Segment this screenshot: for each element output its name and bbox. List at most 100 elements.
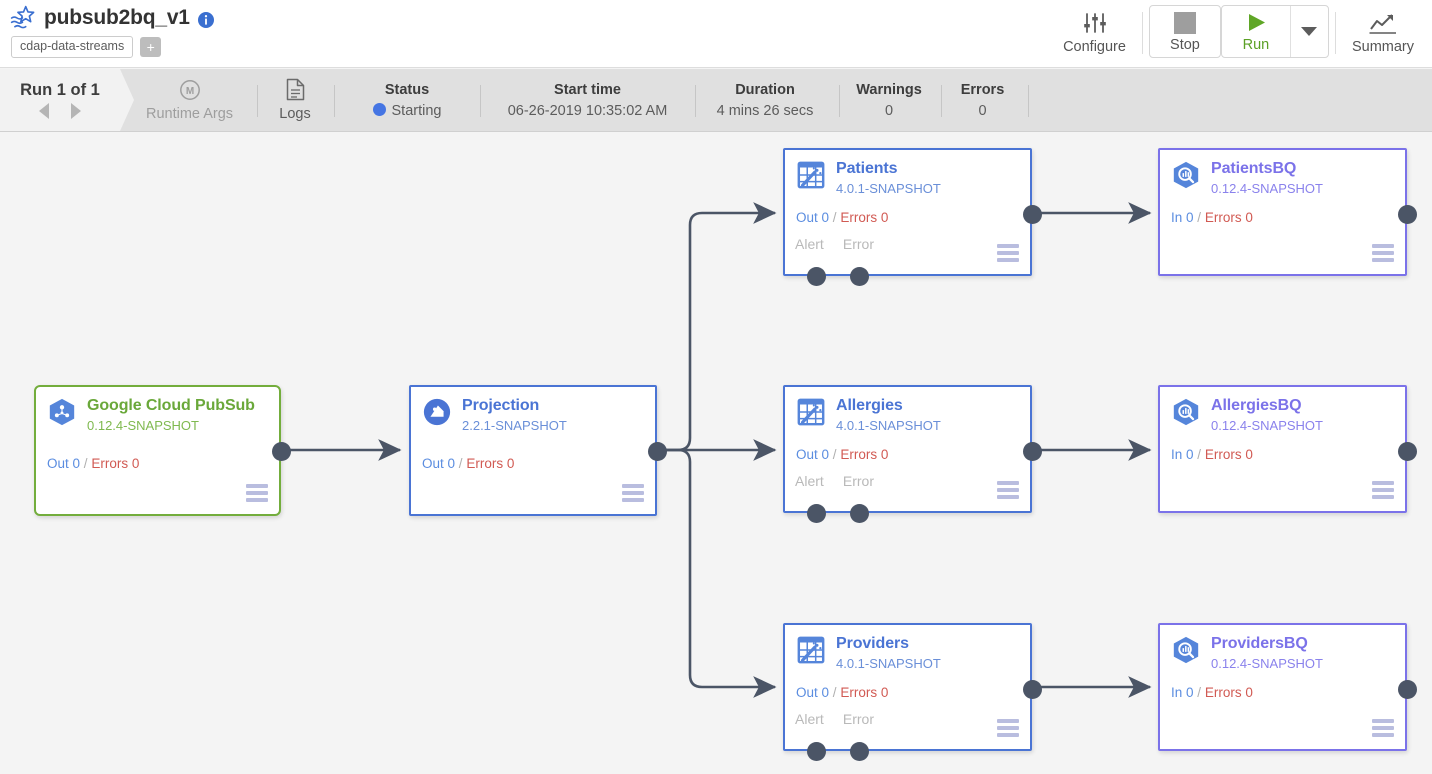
node-output-port[interactable] (1023, 442, 1042, 461)
logs-cell[interactable]: Logs (268, 69, 322, 131)
run-counter: Run 1 of 1 (0, 69, 120, 131)
node-port-label-alert: Alert (795, 236, 824, 252)
node-menu-button[interactable] (622, 484, 644, 505)
node-menu-button[interactable] (997, 244, 1019, 265)
run-group: Run (1220, 5, 1329, 58)
tag-chip[interactable]: cdap-data-streams (11, 36, 134, 58)
node-error-port[interactable] (850, 742, 869, 761)
divider (941, 85, 942, 117)
stop-button[interactable]: Stop (1148, 5, 1221, 58)
node-metric-errors: Errors 0 (840, 210, 889, 225)
wrangler-icon (797, 636, 825, 664)
runtime-args-cell[interactable]: M Runtime Args (133, 69, 246, 131)
projection-transform-icon (423, 398, 451, 426)
pipeline-node-patientsbq[interactable]: PatientsBQ 0.12.4-SNAPSHOT In 0 / Errors… (1158, 148, 1417, 276)
stop-label: Stop (1170, 36, 1200, 53)
gcp-pubsub-hexagon-icon (49, 398, 75, 426)
node-metric-out: Out 0 (47, 456, 81, 471)
node-port-label-error: Error (842, 236, 875, 252)
macro-m-icon: M (179, 79, 200, 100)
node-title: Projection (462, 397, 540, 414)
pipeline-node-allergies[interactable]: Allergies 4.0.1-SNAPSHOT Out 0 / Errors … (783, 385, 1042, 523)
node-menu-button[interactable] (1372, 244, 1394, 265)
node-error-port[interactable] (850, 504, 869, 523)
errors-cell: Errors 0 (951, 69, 1014, 131)
pipeline-node-patients[interactable]: Patients 4.0.1-SNAPSHOT Out 0 / Errors 0… (783, 148, 1042, 286)
warnings-header-label: Warnings (856, 81, 922, 98)
pipeline-node-allergiesbq[interactable]: AllergiesBQ 0.12.4-SNAPSHOT In 0 / Error… (1158, 385, 1417, 513)
node-alert-port[interactable] (807, 267, 826, 286)
run-nav (39, 103, 81, 119)
node-title: AllergiesBQ (1211, 397, 1302, 414)
pipeline-node-projection[interactable]: Projection 2.2.1-SNAPSHOT Out 0 / Errors… (409, 385, 667, 516)
node-version: 0.12.4-SNAPSHOT (1211, 418, 1323, 433)
node-header: Providers 4.0.1-SNAPSHOT (785, 625, 1030, 671)
node-output-port[interactable] (648, 442, 667, 461)
node-port-labels: Alert Error (795, 473, 874, 489)
node-header: Allergies 4.0.1-SNAPSHOT (785, 387, 1030, 433)
divider (1334, 12, 1336, 54)
node-version: 0.12.4-SNAPSHOT (1211, 656, 1323, 671)
run-button[interactable]: Run (1222, 6, 1290, 57)
pipeline-star-icon (10, 5, 35, 29)
chevron-right-icon[interactable] (71, 103, 81, 119)
warnings-value: 0 (884, 102, 894, 119)
start-time-value: 06-26-2019 10:35:02 AM (507, 102, 668, 119)
node-output-port[interactable] (1398, 680, 1417, 699)
node-metric-out: Out 0 (796, 685, 830, 700)
node-version: 0.12.4-SNAPSHOT (87, 418, 199, 433)
node-header: Google Cloud PubSub 0.12.4-SNAPSHOT (36, 387, 279, 433)
info-icon[interactable] (197, 11, 214, 28)
node-metric-sep: / (1197, 447, 1202, 462)
pipeline-canvas[interactable]: Google Cloud PubSub 0.12.4-SNAPSHOT Out … (0, 133, 1432, 774)
node-output-port[interactable] (272, 442, 291, 461)
node-menu-button[interactable] (997, 719, 1019, 740)
node-menu-button[interactable] (1372, 481, 1394, 502)
run-dropdown-button[interactable] (1289, 6, 1328, 57)
node-metric-sep: / (1197, 685, 1202, 700)
node-metric-in: In 0 (1171, 447, 1194, 462)
node-port-labels: Alert Error (795, 236, 874, 252)
node-output-port[interactable] (1023, 205, 1042, 224)
add-tag-button[interactable]: + (140, 37, 162, 57)
node-title: Allergies (836, 397, 903, 414)
node-port-label-error: Error (842, 711, 875, 727)
node-error-port[interactable] (850, 267, 869, 286)
configure-label: Configure (1063, 39, 1126, 55)
pipeline-node-pubsub[interactable]: Google Cloud PubSub 0.12.4-SNAPSHOT Out … (34, 385, 291, 516)
node-header: Patients 4.0.1-SNAPSHOT (785, 150, 1030, 196)
node-title: Patients (836, 160, 898, 177)
chevron-down-icon (1301, 27, 1318, 36)
node-alert-port[interactable] (807, 504, 826, 523)
document-icon (286, 78, 304, 101)
node-alert-port[interactable] (807, 742, 826, 761)
summary-button[interactable]: Summary (1342, 4, 1424, 62)
node-title: Providers (836, 635, 909, 652)
svg-text:M: M (185, 86, 193, 97)
node-menu-button[interactable] (1372, 719, 1394, 740)
node-metric-out: Out 0 (422, 456, 456, 471)
node-menu-button[interactable] (997, 481, 1019, 502)
warnings-cell: Warnings 0 (849, 69, 929, 131)
node-menu-button[interactable] (246, 484, 268, 505)
divider (480, 85, 481, 117)
node-metric-errors: Errors 0 (840, 685, 889, 700)
divider (695, 85, 696, 117)
node-version: 4.0.1-SNAPSHOT (836, 656, 941, 671)
node-title-wrap: Allergies 4.0.1-SNAPSHOT (836, 397, 941, 433)
node-title: Google Cloud PubSub (87, 397, 255, 414)
pipeline-node-providers[interactable]: Providers 4.0.1-SNAPSHOT Out 0 / Errors … (783, 623, 1042, 761)
configure-button[interactable]: Configure (1053, 4, 1136, 62)
node-metric-sep: / (458, 456, 463, 471)
pipeline-node-providersbq[interactable]: ProvidersBQ 0.12.4-SNAPSHOT In 0 / Error… (1158, 623, 1417, 751)
chevron-left-icon[interactable] (39, 103, 49, 119)
duration-header-label: Duration (735, 81, 795, 98)
node-output-port[interactable] (1398, 442, 1417, 461)
run-label: Run (1242, 37, 1270, 53)
node-port-labels: Alert Error (795, 711, 874, 727)
edge-projection-providers (657, 448, 777, 698)
node-header: ProvidersBQ 0.12.4-SNAPSHOT (1160, 625, 1405, 671)
node-output-port[interactable] (1023, 680, 1042, 699)
node-output-port[interactable] (1398, 205, 1417, 224)
node-metrics: In 0 / Errors 0 (1171, 685, 1253, 700)
